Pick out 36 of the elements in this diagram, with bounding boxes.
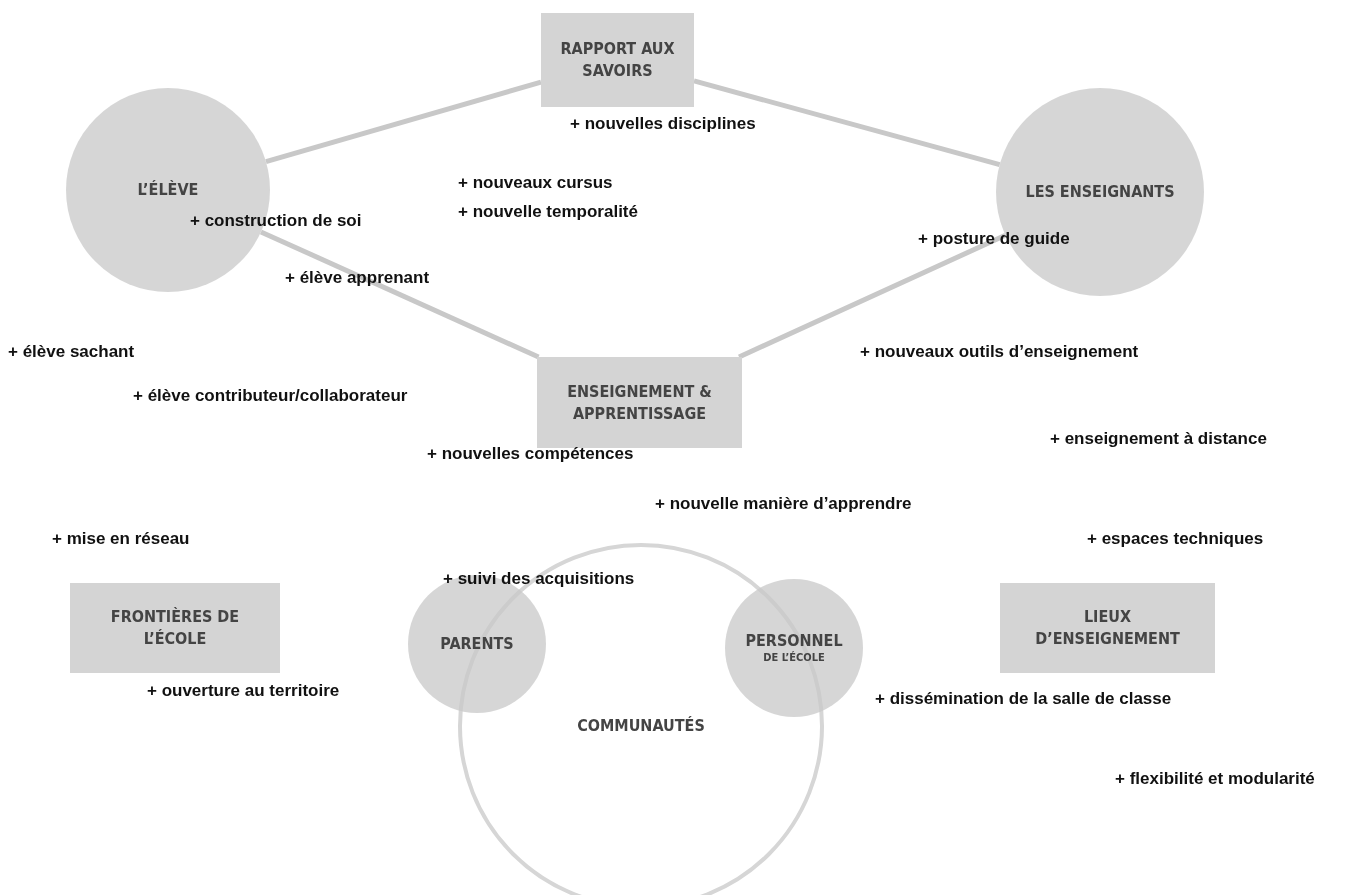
annotation-text: + enseignement à distance [1050,429,1267,449]
annotation-text: + nouvelle temporalité [458,202,638,222]
node-label: FRONTIÈRES DE L’ÉCOLE [109,606,241,650]
annotation-text: + nouveaux cursus [458,173,613,193]
node-label: LES ENSEIGNANTS [1025,181,1175,203]
annotation-text: + élève apprenant [285,268,430,288]
annotation-text: + nouvelles compétences [427,444,634,464]
annotation-text: + posture de guide [918,229,1070,249]
annotation-text: + flexibilité et modularité [1115,769,1315,789]
node-label: PARENTS [440,633,514,655]
annotation-text: + nouvelles disciplines [570,114,756,134]
connector-line [738,232,1007,360]
annotation-text: + suivi des acquisitions [443,569,635,589]
node-label: DE L’ÉCOLE [763,651,825,667]
annotation-text: + espaces techniques [1087,529,1264,549]
node-label: PERSONNEL [745,629,843,651]
annotation-text: + dissémination de la salle de classe [875,689,1172,709]
annotation-text: + élève contributeur/collaborateur [133,386,408,406]
connector-line [265,79,542,165]
box-node [537,357,742,448]
annotation-text: + élève sachant [8,342,135,362]
box-node [541,13,694,107]
node-label: L’ÉLÈVE [137,179,199,201]
annotation-text: + nouveaux outils d’enseignement [860,342,1139,362]
annotation-text: + nouvelle manière d’apprendre [655,494,912,514]
connector-line [259,229,540,360]
node-label: COMMUNAUTÉS [577,715,705,737]
box-node [1000,583,1215,673]
annotation-text: + construction de soi [190,211,362,231]
node-label: ENSEIGNEMENT & APPRENTISSAGE [566,380,713,425]
node-label: RAPPORT AUX SAVOIRS [559,38,676,82]
annotation-text: + mise en réseau [52,529,190,549]
annotation-text: + ouverture au territoire [147,681,340,701]
connector-line [693,78,1001,167]
box-node [70,583,280,673]
node-label: LIEUX D’ENSEIGNEMENT [1034,606,1181,650]
